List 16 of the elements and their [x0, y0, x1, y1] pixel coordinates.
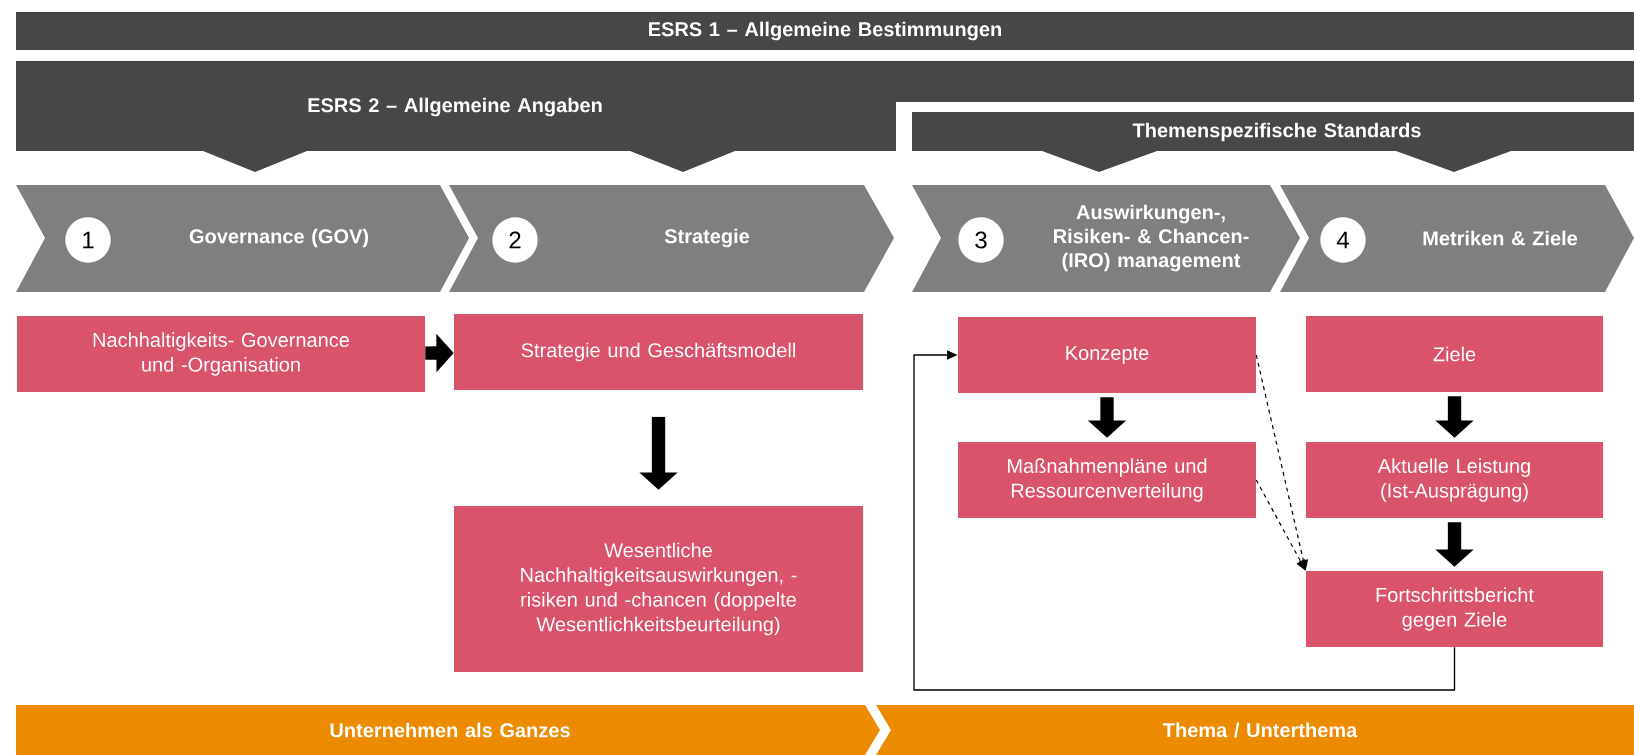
process-box: Nachhaltigkeits- Governance und -Organisation — [17, 316, 425, 392]
process-box: Ziele — [1306, 316, 1604, 392]
section-banner: Themenspezifische Standards — [912, 112, 1634, 172]
process-box: Strategie und Geschäftsmodell — [454, 314, 864, 390]
scope-band: Unternehmen als Ganzes — [16, 705, 880, 755]
node-label: Governance (GOV) — [189, 228, 369, 248]
feedback-arrow — [913, 350, 1456, 691]
process-box: Fortschrittsbericht gegen Ziele — [1306, 571, 1604, 647]
process-box: Konzepte — [958, 317, 1256, 393]
title-bar: ESRS 1 – Allgemeine Bestimmungen — [16, 12, 1634, 50]
node-label: Metriken & Ziele — [1423, 230, 1578, 246]
scope-band: Thema / Unterthema — [876, 705, 1634, 755]
process-box: Aktuelle Leistung (Ist-Ausprägung) — [1306, 442, 1604, 518]
node-label: Strategie — [664, 228, 750, 248]
process-box: Maßnahmenpläne und Ressourcenverteilung — [958, 442, 1256, 518]
process-box: Wesentliche Nachhaltigkeitsauswirkungen, -risiken und -chancen (doppelte Wesentlichkeitsbeurteilung) — [454, 506, 864, 672]
